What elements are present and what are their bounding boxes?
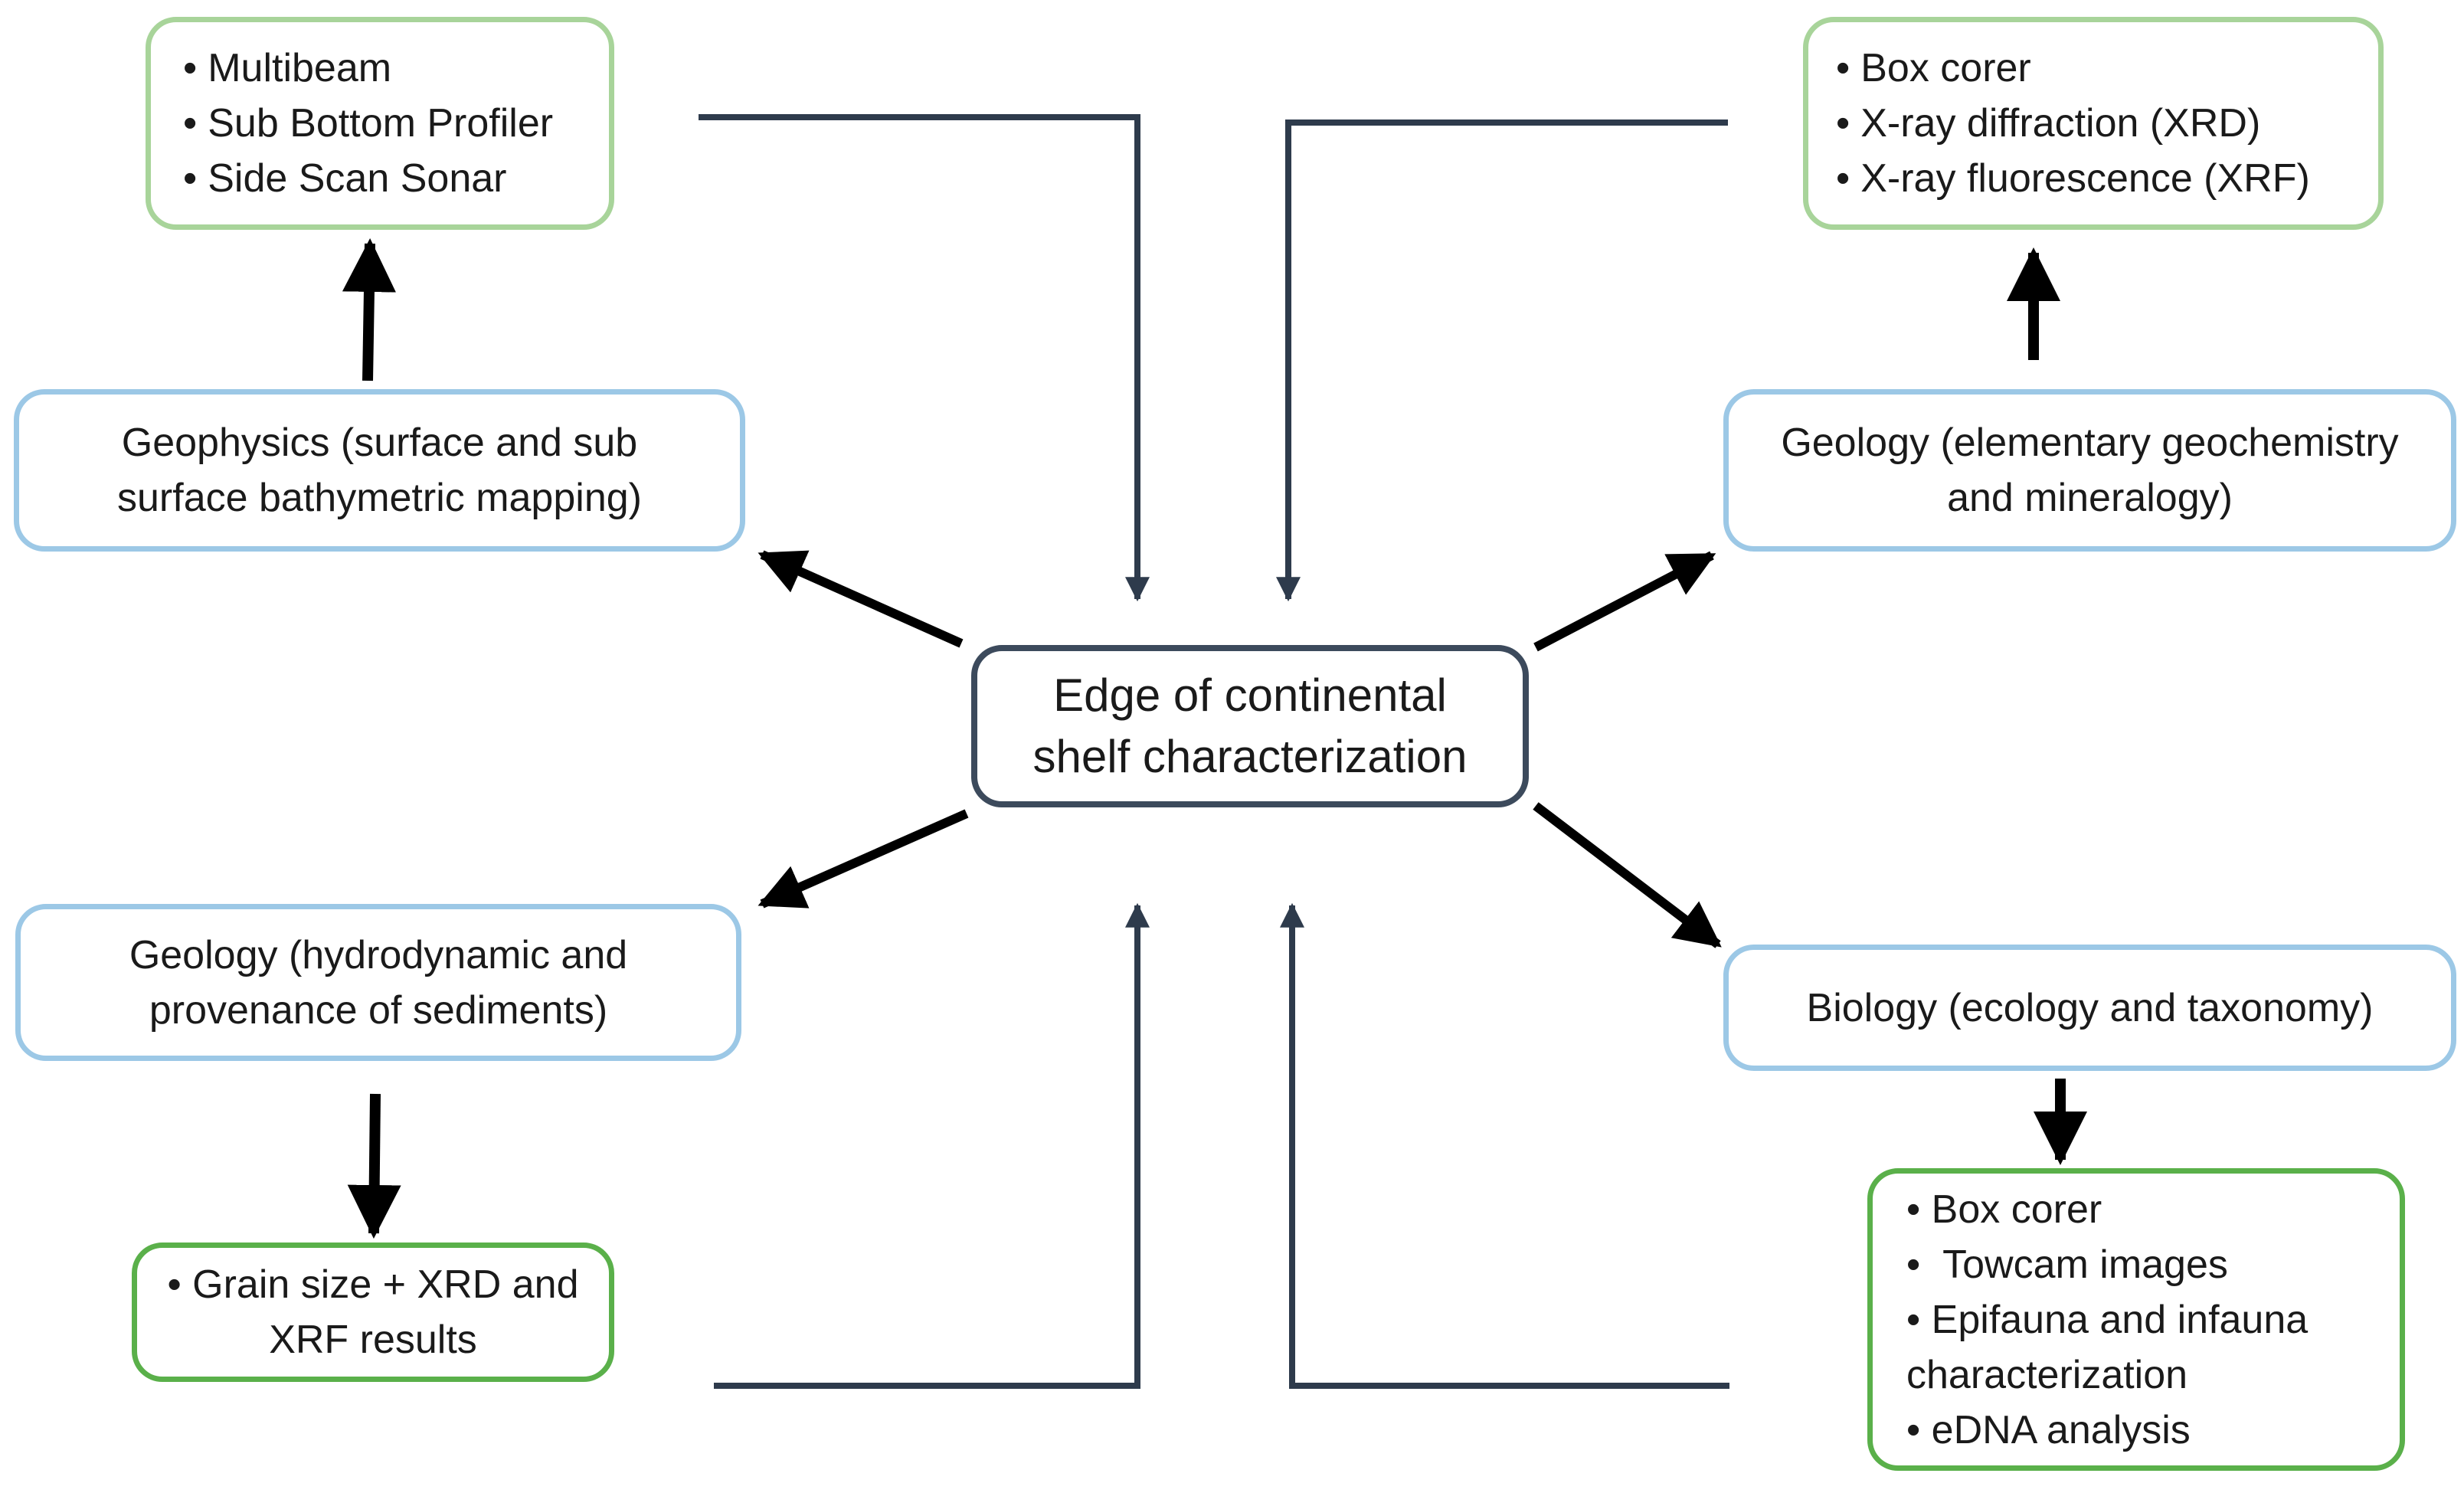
list-item: Box corer [1836, 41, 2378, 96]
feedback-geology-geochem-methods [1276, 120, 1728, 602]
topic-geology-geochem: Geology (elementary geochemistry and min… [1723, 389, 2456, 552]
list-item: Side Scan Sonar [183, 151, 609, 206]
list-item: • eDNA analysis [1906, 1407, 2191, 1452]
list-item: Multibeam [183, 41, 609, 96]
list-item: • Box corer [1906, 1187, 2102, 1232]
list-item: • Epifauna and infauna [1906, 1297, 2309, 1342]
methods-geology-hydro-line-1: • Grain size + XRD and [167, 1262, 579, 1307]
topic-geology-geochem-line-2: and mineralogy) [1947, 476, 2233, 520]
center-node: Edge of continental shelf characterizati… [971, 645, 1529, 807]
arrow-center-to-biology [1533, 802, 1722, 948]
methods-biology: • Box corer • Towcam images • Epifauna a… [1867, 1168, 2405, 1471]
topic-geophysics: Geophysics (surface and sub surface bath… [14, 389, 745, 552]
arrow-center-to-geology-hydro [758, 809, 969, 909]
center-label-line-1: Edge of continental [1053, 670, 1447, 721]
arrow-geology-hydro-to-methods [347, 1093, 401, 1239]
methods-geology-hydro: • Grain size + XRD and XRF results [132, 1243, 614, 1382]
topic-geophysics-line-2: surface bathymetric mapping) [117, 476, 642, 520]
methods-geophysics: Multibeam Sub Bottom Profiler Side Scan … [146, 17, 614, 230]
methods-geology-hydro-line-2: XRF results [269, 1318, 477, 1362]
methods-geology-geochem-list: Box corer X-ray diffraction (XRD) X-ray … [1836, 41, 2378, 206]
arrow-center-to-geophysics [758, 550, 964, 648]
arrow-center-to-geology-geochem [1533, 551, 1716, 652]
arrow-geophysics-to-methods [342, 238, 396, 381]
list-item: X-ray fluorescence (XRF) [1836, 151, 2378, 206]
list-item: X-ray diffraction (XRD) [1836, 96, 2378, 151]
topic-geology-geochem-line-1: Geology (elementary geochemistry [1781, 421, 2399, 465]
list-item: • Towcam images [1906, 1242, 2228, 1287]
topic-geology-hydro-line-1: Geology (hydrodynamic and [129, 932, 628, 977]
methods-geophysics-list: Multibeam Sub Bottom Profiler Side Scan … [183, 41, 609, 206]
topic-biology: Biology (ecology and taxonomy) [1723, 945, 2456, 1071]
topic-biology-line-1: Biology (ecology and taxonomy) [1806, 985, 2374, 1030]
feedback-biology-methods [1280, 902, 1729, 1389]
center-label-line-2: shelf characterization [1032, 731, 1468, 782]
feedback-geophysics-methods [699, 114, 1150, 602]
topic-geology-hydro-line-2: provenance of sediments) [149, 987, 608, 1033]
feedback-geology-hydro-methods [714, 902, 1150, 1389]
topic-geophysics-line-1: Geophysics (surface and sub [121, 421, 638, 465]
list-item: Sub Bottom Profiler [183, 96, 609, 151]
methods-geology-geochem: Box corer X-ray diffraction (XRD) X-ray … [1803, 17, 2384, 230]
list-item-continuation: characterization [1906, 1352, 2188, 1397]
topic-geology-hydro: Geology (hydrodynamic and provenance of … [15, 904, 741, 1061]
